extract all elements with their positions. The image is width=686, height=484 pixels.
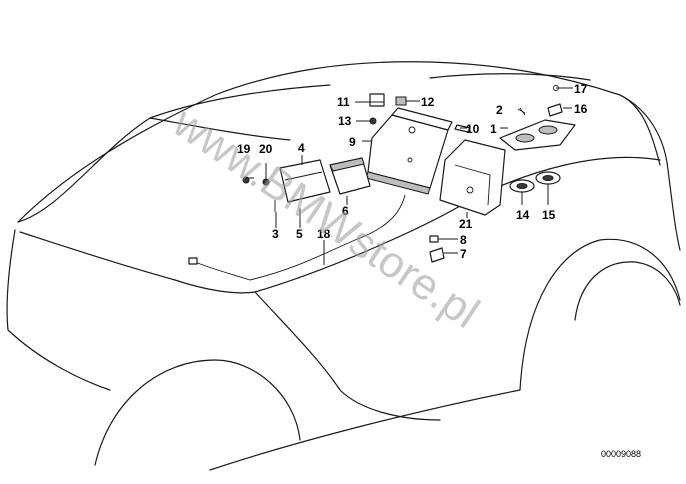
speaker-15 [535,171,561,185]
amplifier-box [365,107,453,195]
part-number-label: 00009088 [601,449,641,459]
callout-16: 16 [574,102,588,116]
module-6 [329,157,371,195]
speaker-tray-1 [499,119,576,151]
callout-19: 19 [237,142,251,156]
callout-14: 14 [516,208,530,222]
speaker-housing-21 [439,139,506,216]
callout-6: 6 [342,204,349,218]
callout-13: 13 [338,114,352,128]
control-module-4 [279,159,331,203]
callout-10: 10 [466,122,480,136]
callout-2: 2 [496,103,503,117]
callout-3: 3 [272,227,279,241]
callout-12: 12 [421,95,435,109]
leader-lines [246,87,573,265]
callout-labels: 11 12 13 10 9 1 2 16 17 4 19 20 6 3 5 18… [237,82,588,261]
speaker-14 [509,179,535,193]
callout-7: 7 [460,247,467,261]
callout-18: 18 [317,227,331,241]
callout-11: 11 [337,95,350,109]
callout-21: 21 [459,217,473,231]
callout-15: 15 [542,208,556,222]
callout-8: 8 [460,233,467,247]
callout-5: 5 [296,227,303,241]
callout-1: 1 [490,122,497,136]
small-parts [242,85,563,263]
callout-20: 20 [259,142,273,156]
callout-17: 17 [574,82,588,96]
callout-9: 9 [349,135,356,149]
callout-4: 4 [298,141,305,155]
